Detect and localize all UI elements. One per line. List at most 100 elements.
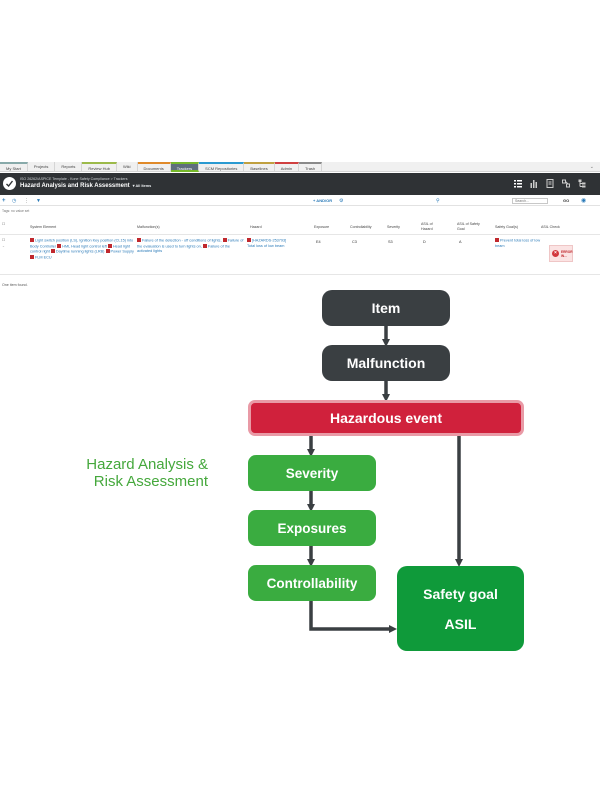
controllability-box: Controllability <box>248 565 376 601</box>
nav-documents[interactable]: Documents <box>137 161 171 172</box>
diagram-title-line1: Hazard Analysis & <box>86 456 208 473</box>
hazardous-event-box: Hazardous event <box>248 400 524 436</box>
asil-check-status: × ERROR IN... <box>549 245 573 262</box>
go-button[interactable]: GO <box>563 198 570 203</box>
nav-wiki[interactable]: Wiki <box>117 161 138 172</box>
hazard-icon <box>247 238 251 242</box>
toolbar: + ◷ ⋮ ▼ + AND/OR ⚙ ⚲ GO ◉ <box>0 196 600 206</box>
column-header-exposure[interactable]: Exposure <box>314 225 330 229</box>
tracker-app: My Start Projects Reports Review Hub Wik… <box>0 161 600 292</box>
column-header-malfunctions[interactable]: Malfunction(s) <box>137 225 160 229</box>
view-selector[interactable]: ▾ All Items <box>132 184 152 188</box>
nav-review-hub[interactable]: Review Hub <box>82 161 117 172</box>
requirement-icon <box>105 249 110 254</box>
system-element-link[interactable]: Power Supply <box>110 249 134 254</box>
malfunctions-cell: Failure of the detection - off condition… <box>137 238 245 254</box>
nav-admin[interactable]: Admin <box>274 161 300 172</box>
safety-goal-icon <box>495 238 499 242</box>
nav-projects[interactable]: Projects <box>28 161 56 172</box>
arrow-controllability-to-safety-goal <box>309 601 397 633</box>
controllability-value: C3 <box>352 240 357 244</box>
diagram-title: Hazard Analysis & Risk Assessment <box>68 456 208 490</box>
relations-view-icon[interactable] <box>562 179 570 188</box>
requirement-icon <box>50 249 55 254</box>
select-all-checkbox[interactable]: ☐ <box>2 222 6 226</box>
nav-reports[interactable]: Reports <box>55 161 83 172</box>
column-header-hazard[interactable]: Hazard <box>250 225 262 229</box>
add-icon[interactable]: + <box>2 198 6 204</box>
system-element-link[interactable]: HML Head light control left <box>62 244 107 249</box>
and-or-button[interactable]: + AND/OR <box>313 198 333 203</box>
safety-goal-box: Safety goal ASIL <box>397 566 524 651</box>
more-icon[interactable]: ⋮ <box>24 198 29 204</box>
view-selector-label: All Items <box>135 184 152 188</box>
hazard-text-link[interactable]: Total loss of low beam <box>247 243 285 248</box>
nav-scm-repositories[interactable]: SCM Repositories <box>199 161 245 172</box>
error-icon: × <box>552 250 559 257</box>
requirement-icon <box>107 243 112 248</box>
safety-goal-link[interactable]: Prevent total loss of low beam <box>495 238 541 248</box>
history-icon[interactable]: ◷ <box>12 198 17 204</box>
result-count: One item found. <box>2 283 28 287</box>
column-header-safety-goals[interactable]: Safety Goal(s) <box>495 225 518 229</box>
breadcrumb[interactable]: ISO 26262/ASPICE Template - Kone Safety … <box>20 177 128 181</box>
filter-icon[interactable]: ▼ <box>36 198 41 204</box>
system-element-cell: Light switch position (LS), Ignition Key… <box>30 238 134 260</box>
view-switcher <box>514 179 586 188</box>
header-divider <box>0 234 600 235</box>
requirement-icon <box>202 243 207 248</box>
malfunction-box: Malfunction <box>322 345 450 381</box>
safety-goal-cell: Prevent total loss of low beam <box>495 238 543 249</box>
requirement-icon <box>30 238 34 242</box>
table-view-icon[interactable] <box>514 179 522 188</box>
severity-value: S3 <box>388 240 393 244</box>
column-header-controllability[interactable]: Controllability <box>350 225 372 229</box>
requirement-icon <box>30 254 34 259</box>
requirement-icon <box>57 243 62 248</box>
column-header-asil-check[interactable]: ASIL Check <box>541 225 560 229</box>
top-navigation: My Start Projects Reports Review Hub Wik… <box>0 161 600 172</box>
system-element-link[interactable]: Daytime running lights (LRB) <box>55 249 105 254</box>
exposure-value: E4 <box>316 240 321 244</box>
search-input[interactable] <box>512 198 548 204</box>
exposures-box: Exposures <box>248 510 376 546</box>
pin-icon[interactable]: ⚲ <box>436 198 440 204</box>
page-title: Hazard Analysis and Risk Assessment▾ All… <box>20 183 151 189</box>
nav-baselines[interactable]: Baselines <box>244 161 275 172</box>
hazard-cell: [HAZARDS-253793] Total loss of low beam <box>247 238 307 249</box>
column-header-asil-hazard[interactable]: ASIL of Hazard <box>421 222 433 231</box>
nav-trackers[interactable]: Trackers <box>170 161 200 172</box>
system-element-link[interactable]: FLM ECU <box>35 255 52 260</box>
column-header-system-element[interactable]: System Element <box>30 225 57 229</box>
row-menu-icon[interactable]: ⌄ <box>2 244 6 248</box>
column-header-asil-goal[interactable]: ASIL of Safety Goal <box>457 222 480 231</box>
asil-check-text: ERROR IN... <box>561 250 573 258</box>
tree-view-icon[interactable] <box>578 179 586 188</box>
eye-icon[interactable]: ◉ <box>581 198 587 204</box>
safety-goal-label: Safety goal <box>423 585 498 602</box>
chevron-down-icon[interactable]: ⌄ <box>589 163 594 170</box>
column-header-severity[interactable]: Severity <box>387 225 400 229</box>
filter-settings-icon[interactable]: ⚙ <box>339 198 344 204</box>
chart-view-icon[interactable] <box>530 179 538 188</box>
asil-hazard-value: D <box>423 240 426 244</box>
malfunction-link[interactable]: Failure of the evaluation is used to tur… <box>137 238 244 249</box>
row-checkbox[interactable]: ☐ <box>2 238 6 242</box>
system-element-link[interactable]: Light switch position (LS), Ignition Key… <box>30 238 134 249</box>
nav-my-start[interactable]: My Start <box>0 161 28 172</box>
hazard-id-link[interactable]: [HAZARDS-253793] <box>252 238 287 243</box>
page-header: ISO 26262/ASPICE Template - Kone Safety … <box>0 173 600 195</box>
malfunction-link[interactable]: Failure of the activated lights <box>137 244 231 254</box>
document-view-icon[interactable] <box>546 179 554 188</box>
diagram-title-line2: Risk Assessment <box>93 473 208 490</box>
malfunction-link[interactable]: Failure of the detection - off condition… <box>142 238 223 243</box>
requirement-icon <box>137 238 141 242</box>
requirement-icon <box>222 238 227 242</box>
nav-trash[interactable]: Trash <box>299 161 323 172</box>
row-divider <box>0 274 600 275</box>
page-title-text: Hazard Analysis and Risk Assessment <box>20 183 130 189</box>
severity-box: Severity <box>248 455 376 491</box>
system-element-link[interactable]: Head light control right <box>30 244 131 254</box>
